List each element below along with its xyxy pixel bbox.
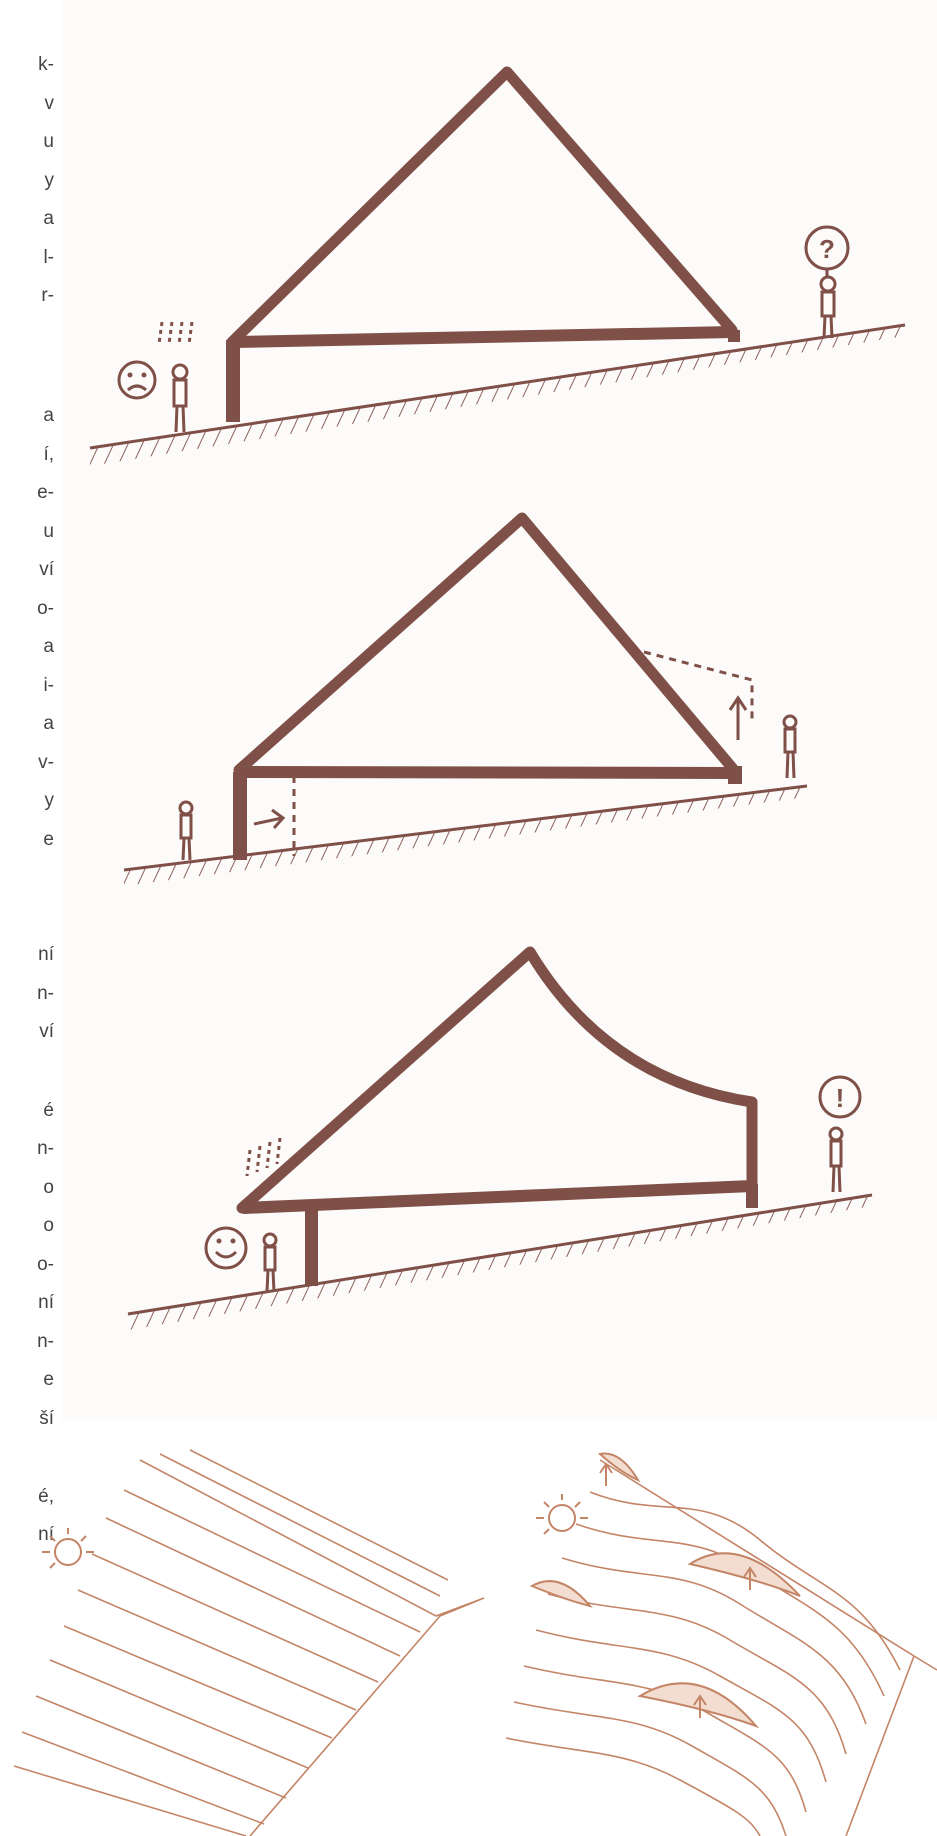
happy-face-icon bbox=[206, 1228, 246, 1268]
text-fragment: l- bbox=[43, 247, 54, 269]
sketch-3-proposal: ! bbox=[128, 952, 872, 1330]
roof-outline bbox=[239, 518, 734, 770]
roof-outline bbox=[242, 952, 752, 1208]
floor-slab bbox=[244, 1186, 752, 1208]
section-sketches: ? bbox=[62, 0, 937, 1420]
rain-drops bbox=[159, 322, 192, 344]
roof-sketch-plain bbox=[14, 1450, 484, 1836]
text-fragment: r- bbox=[41, 285, 54, 307]
roof-texture-sketches bbox=[0, 1420, 937, 1836]
floor-slab bbox=[240, 772, 732, 773]
arrow-up-icon bbox=[730, 698, 746, 740]
inner-column bbox=[305, 1210, 318, 1286]
text-fragment: a bbox=[43, 713, 54, 735]
sun-icon bbox=[536, 1494, 588, 1534]
text-fragment: ní bbox=[38, 944, 54, 966]
sketch-1-existing: ? bbox=[90, 72, 905, 466]
left-wall bbox=[233, 772, 247, 860]
person-figure bbox=[821, 277, 835, 338]
text-fragment: u bbox=[43, 131, 54, 153]
text-fragment: n- bbox=[37, 1138, 54, 1160]
person-figure bbox=[784, 716, 796, 778]
text-fragment: ví bbox=[39, 1021, 54, 1043]
text-fragment: v bbox=[45, 93, 55, 115]
person-figure bbox=[180, 802, 192, 860]
text-fragment: o bbox=[43, 1177, 54, 1199]
text-fragment: a bbox=[43, 208, 54, 230]
roof-outline bbox=[232, 72, 732, 342]
text-fragment: é bbox=[43, 1100, 54, 1122]
sad-face-icon bbox=[119, 362, 155, 398]
ground-hatch bbox=[90, 325, 905, 466]
floor-slab bbox=[234, 332, 732, 342]
text-fragment: n- bbox=[37, 983, 54, 1005]
text-fragment: ví bbox=[39, 559, 54, 581]
right-wall bbox=[728, 766, 742, 784]
right-wall bbox=[728, 330, 740, 342]
right-wall bbox=[746, 1184, 758, 1208]
text-fragment: y bbox=[45, 170, 55, 192]
text-fragment: í, bbox=[43, 444, 54, 466]
left-wall bbox=[226, 340, 240, 422]
text-fragment: o- bbox=[37, 1254, 54, 1276]
exclamation-thought-icon: ! bbox=[820, 1077, 860, 1117]
text-fragment: o bbox=[43, 1215, 54, 1237]
section-sketches-panel: ? bbox=[62, 0, 937, 1420]
text-fragment: a bbox=[43, 405, 54, 427]
roof-plane-lines bbox=[14, 1450, 484, 1836]
arrow-right-icon bbox=[254, 810, 283, 828]
text-fragment: o- bbox=[37, 598, 54, 620]
sketch-2-adjusted bbox=[124, 518, 807, 886]
skylight-openings bbox=[532, 1454, 800, 1726]
ground-hatch bbox=[124, 786, 807, 886]
exclamation-mark: ! bbox=[836, 1083, 845, 1113]
text-fragment: i- bbox=[43, 675, 54, 697]
text-fragment: ní bbox=[38, 1292, 54, 1314]
text-fragment: e bbox=[43, 829, 54, 851]
roof-plane-lines bbox=[506, 1460, 937, 1836]
text-fragment: v- bbox=[38, 752, 54, 774]
text-fragment: e- bbox=[37, 482, 54, 504]
rain-drops bbox=[247, 1138, 280, 1176]
text-fragment: u bbox=[43, 521, 54, 543]
text-fragment: n- bbox=[37, 1331, 54, 1353]
text-fragment: k- bbox=[38, 54, 54, 76]
question-thought-icon: ? bbox=[806, 227, 848, 276]
person-figure bbox=[264, 1234, 276, 1292]
question-mark: ? bbox=[819, 234, 835, 264]
person-figure bbox=[830, 1128, 842, 1192]
text-fragment: a bbox=[43, 636, 54, 658]
person-figure bbox=[173, 365, 187, 432]
text-fragment: y bbox=[45, 790, 55, 812]
sun-icon bbox=[42, 1528, 94, 1568]
roof-sketch-wavy bbox=[506, 1454, 937, 1836]
text-fragment: e bbox=[43, 1369, 54, 1391]
